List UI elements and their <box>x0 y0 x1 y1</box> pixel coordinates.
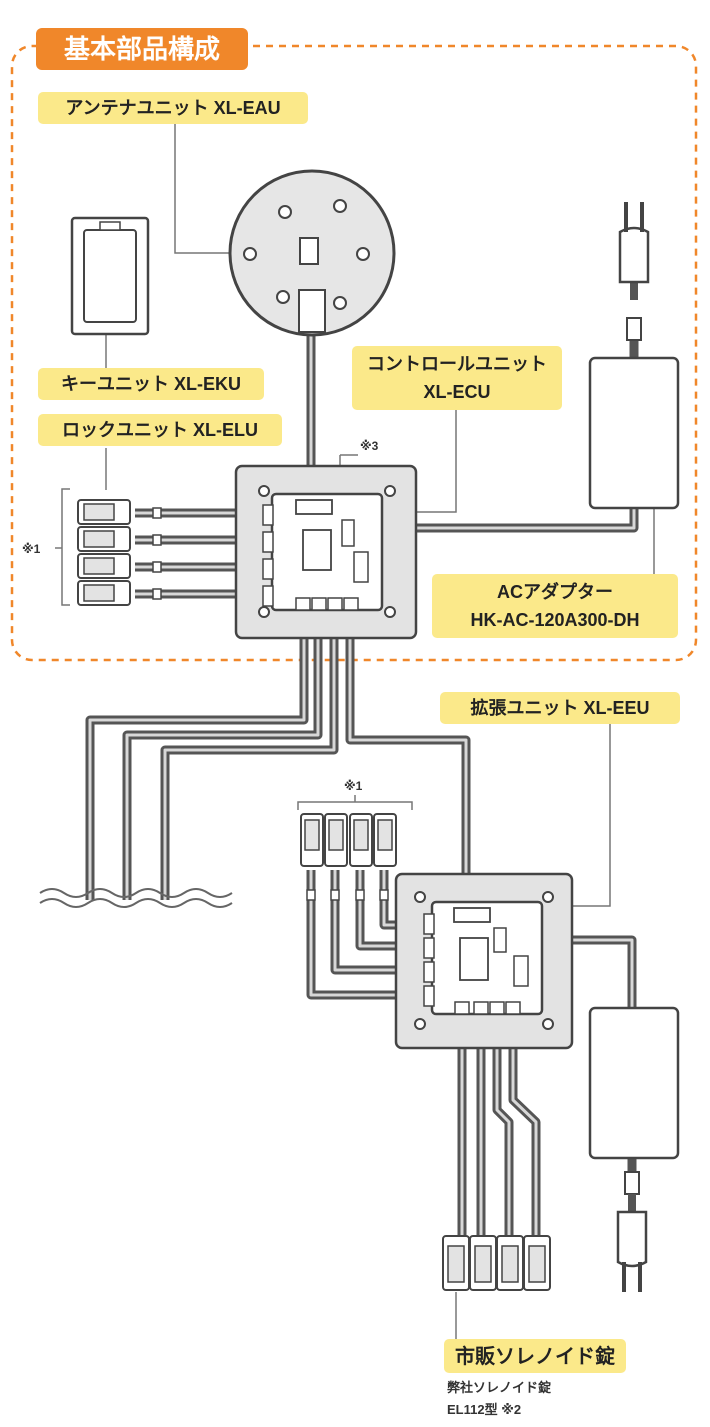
cable-continuation-waves <box>39 888 233 908</box>
antenna-unit <box>228 169 396 337</box>
label-antenna-unit: アンテナユニット XL-EAU <box>38 92 308 124</box>
label-lock-unit: ロックユニット XL-ELU <box>38 414 282 446</box>
note-1-left: ※1 <box>22 542 41 556</box>
ac-adapter-label-line1: ACアダプター <box>497 581 613 602</box>
ac-adapter-2 <box>588 1006 680 1195</box>
control-unit-label-line1: コントロールユニット <box>367 354 547 374</box>
label-expansion-unit: 拡張ユニット XL-EEU <box>440 692 680 724</box>
expansion-lock-units <box>300 813 397 901</box>
control-unit <box>234 464 418 640</box>
lock-units <box>77 499 162 606</box>
ac-adapter-1 <box>588 317 680 510</box>
label-control-unit: コントロールユニット XL-ECU <box>352 346 562 410</box>
label-ac-adapter: ACアダプター HK-AC-120A300-DH <box>432 574 678 638</box>
antenna-unit-label: アンテナユニット XL-EAU <box>65 98 280 118</box>
note-3: ※3 <box>360 439 379 453</box>
key-unit-label: キーユニット XL-EKU <box>61 374 241 394</box>
section-title: 基本部品構成 <box>64 34 220 64</box>
solenoid-note-line1: 弊社ソレノイド錠 <box>447 1380 552 1395</box>
ac-adapter-label-line2: HK-AC-120A300-DH <box>470 610 639 630</box>
expansion-unit <box>394 872 574 1050</box>
solenoid-lock-label: 市販ソレノイド錠 <box>455 1344 615 1368</box>
solenoid-locks <box>442 1235 551 1291</box>
solenoid-note-line2: EL112型 ※2 <box>447 1402 521 1417</box>
key-unit <box>70 216 150 336</box>
power-plug-2 <box>616 1194 648 1292</box>
section-title-tab: 基本部品構成 <box>36 28 248 70</box>
power-plug-1 <box>618 202 650 300</box>
label-solenoid-lock: 市販ソレノイド錠 弊社ソレノイド錠 EL112型 ※2 <box>444 1339 626 1417</box>
note-1-expansion: ※1 <box>344 779 363 793</box>
expansion-unit-label: 拡張ユニット XL-EEU <box>470 697 649 718</box>
label-key-unit: キーユニット XL-EKU <box>38 368 264 400</box>
leader-lines <box>55 122 655 1345</box>
lock-unit-label: ロックユニット XL-ELU <box>62 420 258 440</box>
control-unit-label-line2: XL-ECU <box>424 382 491 402</box>
